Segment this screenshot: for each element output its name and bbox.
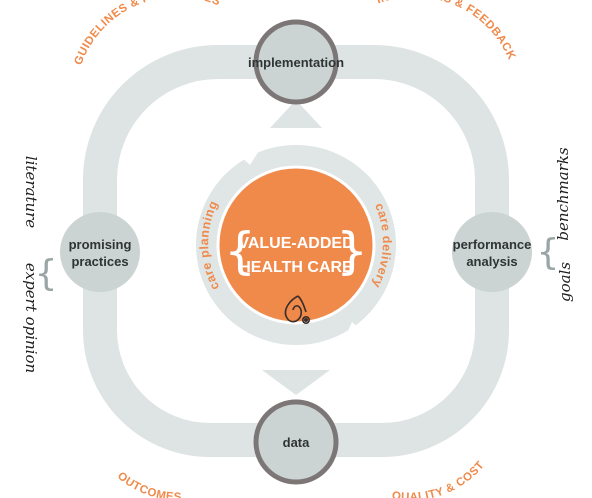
node-promising-practices: promising practices (60, 212, 140, 292)
loop-top-right (330, 45, 509, 252)
center-brace-right: } (336, 222, 368, 280)
node-promising-label-2: practices (71, 254, 128, 269)
inner-connector-bottom (262, 370, 330, 395)
side-label-goals: goals (556, 262, 574, 302)
node-performance-label-2: analysis (466, 254, 517, 269)
side-labels-left: literature expert opinion } (22, 156, 57, 373)
node-performance-label-1: performance (453, 237, 532, 252)
brace-left: } (35, 255, 58, 296)
center-brace-left: { (224, 222, 256, 280)
side-label-literature: literature (22, 156, 40, 228)
node-data: data (253, 399, 339, 485)
node-implementation: implementation (248, 19, 344, 105)
stethoscope-icon (284, 295, 310, 324)
side-label-expert-opinion: expert opinion (22, 263, 40, 373)
outer-loops (83, 45, 509, 457)
loop-bottom-right (330, 252, 509, 457)
center-cycle: care planning care delivery { } VALUE-AD… (196, 145, 396, 345)
center-circle (216, 165, 376, 325)
center-title-line2: HEALTH CARE (239, 259, 353, 276)
node-performance-analysis: performance analysis (452, 212, 532, 292)
loop-top-left (83, 45, 262, 252)
loop-bottom-left (83, 252, 262, 457)
node-data-label: data (283, 435, 311, 450)
center-title-line1: VALUE-ADDED (238, 235, 353, 252)
node-promising-label-1: promising (69, 237, 132, 252)
side-labels-right: benchmarks goals { (537, 147, 574, 302)
arc-label-bottom-left: OUTCOMES (115, 470, 182, 498)
side-label-benchmarks: benchmarks (554, 147, 572, 241)
cycle-arrow-right (342, 322, 372, 344)
inner-connector-top (270, 100, 322, 128)
cycle-arrow-left (232, 146, 262, 165)
arc-label-bottom-right: QUALITY & COST (391, 459, 487, 498)
node-implementation-label: implementation (248, 55, 344, 70)
brace-right: { (537, 232, 560, 273)
